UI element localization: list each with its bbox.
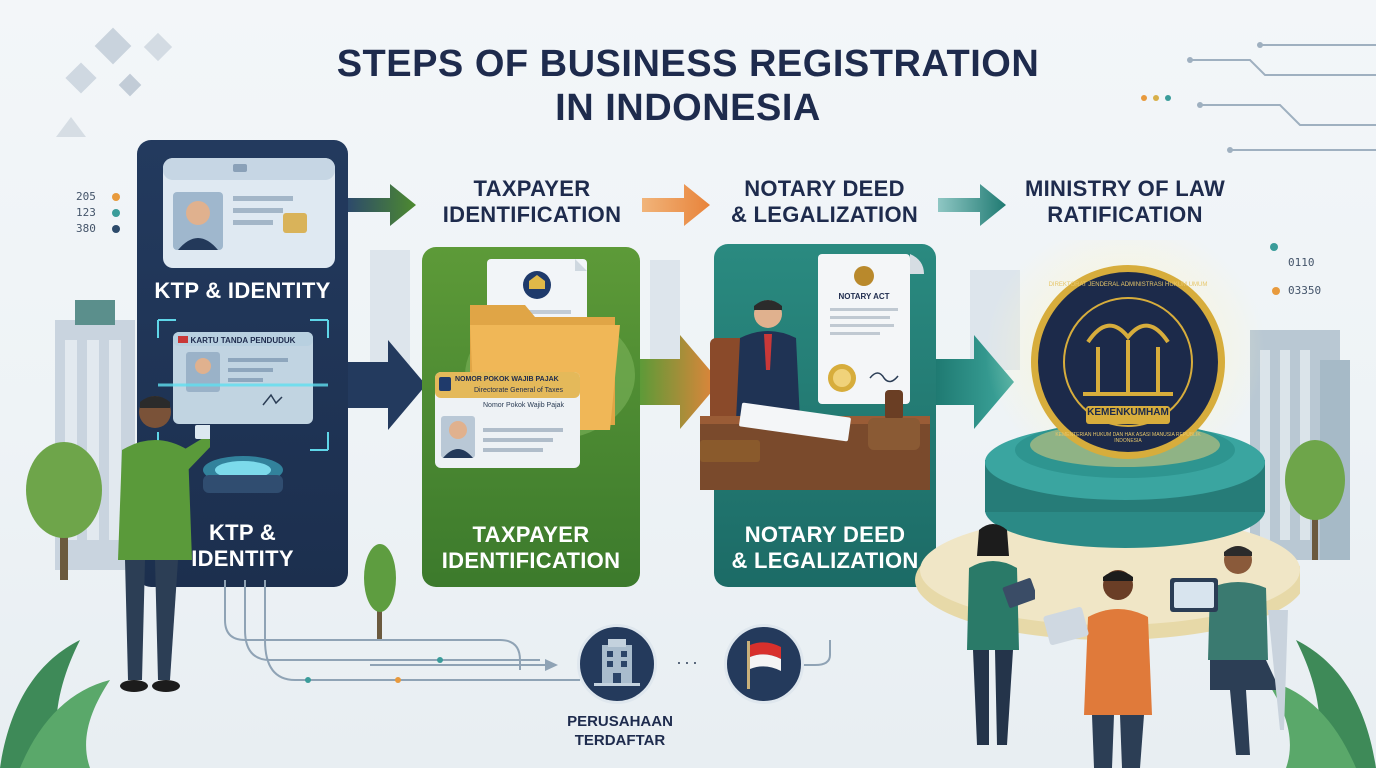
step2-bottom-label: TAXPAYER IDENTIFICATION: [422, 522, 640, 574]
npwp-card-header: NOMOR POKOK WAJIB PAJAK: [455, 376, 559, 383]
kemenkumham-seal-icon: [1031, 265, 1225, 459]
left-dot-2: [112, 209, 120, 217]
registered-company-icon: [577, 624, 657, 704]
foliage-bottom-left: [0, 640, 110, 768]
ellipsis-connector: ···: [676, 652, 700, 672]
arrow-1-top: [348, 184, 416, 226]
seal-ring-bottom-text: KEMENTERIAN HUKUM DAN HAK ASASI MANUSIA …: [1055, 432, 1201, 444]
identity-scanner-icon: [157, 319, 329, 493]
seal-ring-top-text: DIREKTORAT JENDERAL ADMINISTRASI HUKUM U…: [1048, 282, 1208, 288]
bottom-caption-2: TERDAFTAR: [574, 732, 666, 749]
right-dot-2: [1272, 287, 1280, 295]
notary-doc-title: NOTARY ACT: [838, 292, 890, 301]
arrow-2-top: [642, 184, 710, 226]
right-dot-1: [1270, 243, 1278, 251]
step2-top-label-2: IDENTIFICATION: [442, 202, 622, 227]
person-man-laptop: [1170, 546, 1288, 755]
left-number-1: 205: [76, 190, 96, 203]
left-number-2: 123: [76, 206, 96, 219]
right-number-2: 03350: [1288, 284, 1322, 297]
indonesia-flag-icon: [724, 624, 804, 704]
page-title: STEPS OF BUSINESS REGISTRATION IN INDONE…: [0, 42, 1376, 130]
step3-top-label: NOTARY DEED & LEGALIZATION: [712, 176, 937, 228]
building-icon: [594, 639, 640, 686]
title-line-1: STEPS OF BUSINESS REGISTRATION: [336, 43, 1040, 85]
step2-top-label: TAXPAYER IDENTIFICATION: [422, 176, 642, 228]
person-man-with-id: [118, 396, 210, 692]
step3-top-label-2: & LEGALIZATION: [730, 202, 919, 227]
step1-bottom-label-2: IDENTITY: [191, 546, 294, 571]
notary-scene-icon: [700, 254, 930, 490]
person-man-tablet: [1043, 570, 1152, 768]
step3-top-label-1: NOTARY DEED: [744, 176, 905, 201]
npwp-card-icon: [435, 372, 580, 468]
step4-top-label-2: RATIFICATION: [1047, 202, 1203, 227]
step2-bottom-label-1: TAXPAYER: [472, 522, 590, 547]
person-woman-tablet: [967, 524, 1035, 745]
tree-right: [1285, 440, 1345, 560]
step4-top-label: MINISTRY OF LAW RATIFICATION: [1005, 176, 1245, 228]
right-number-1: 0110: [1288, 256, 1315, 269]
foliage-bottom-right: [1266, 640, 1376, 768]
arrow-3-main: [936, 335, 1014, 429]
step1-top-label: KTP & IDENTITY: [154, 278, 331, 303]
decorative-diamonds: [56, 27, 173, 137]
arrow-3-top: [938, 184, 1006, 226]
step3-bottom-label-1: NOTARY DEED: [744, 522, 906, 547]
left-number-3: 380: [76, 222, 96, 235]
step3-bottom-label: NOTARY DEED & LEGALIZATION: [714, 522, 936, 574]
step2-top-label-1: TAXPAYER: [473, 176, 591, 201]
step3-bottom-label-2: & LEGALIZATION: [731, 548, 919, 573]
arrow-2-main: [640, 335, 720, 429]
npwp-card-line: Nomor Pokok Wajib Pajak: [483, 402, 565, 409]
bottom-caption: PERUSAHAAN TERDAFTAR: [540, 712, 700, 750]
tree-left: [26, 442, 102, 580]
step2-bottom-label-2: IDENTIFICATION: [441, 548, 621, 573]
npwp-card-subheader: Directorate General of Taxes: [474, 387, 563, 394]
arrow-1-main: [348, 340, 426, 430]
bottom-caption-1: PERUSAHAAN: [567, 713, 673, 730]
step1-bottom-label: KTP & IDENTITY: [137, 520, 348, 572]
left-dot-3: [112, 225, 120, 233]
ktp-card-header: KARTU TANDA PENDUDUK: [190, 336, 296, 345]
id-card-icon: [163, 158, 335, 268]
seal-center-text: KEMENKUMHAM: [1087, 407, 1169, 418]
tree-small-left: [364, 544, 396, 640]
title-line-2: IN INDONESIA: [555, 87, 821, 129]
left-dot-1: [112, 193, 120, 201]
step4-top-label-1: MINISTRY OF LAW: [1024, 176, 1226, 201]
decorative-circuit-lines: [1141, 42, 1376, 153]
step1-bottom-label-1: KTP &: [208, 520, 277, 545]
flag-icon: [747, 641, 781, 689]
